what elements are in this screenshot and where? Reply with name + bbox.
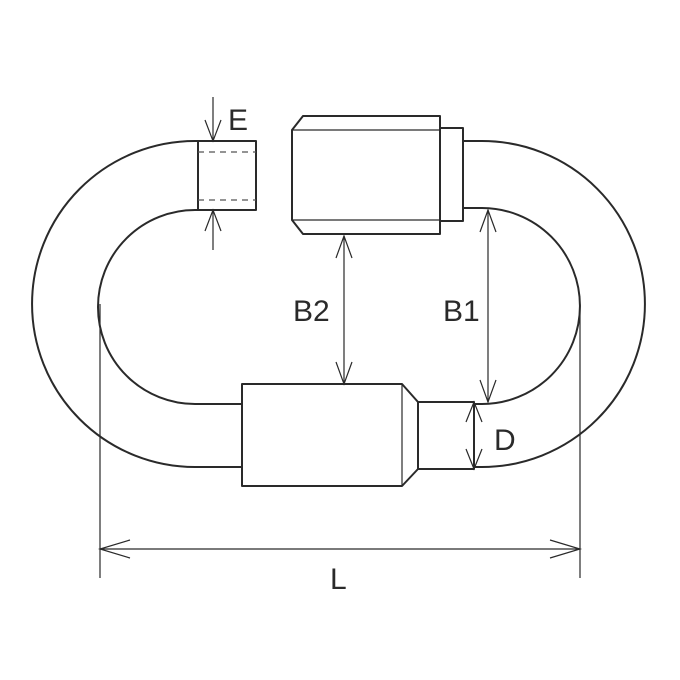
dimension-e-arrow-top <box>204 119 222 143</box>
dimension-l-label: L <box>330 563 347 596</box>
dimension-b1-label: B1 <box>443 295 480 328</box>
dimension-e-arrow-bottom <box>204 208 222 232</box>
dimension-b2-arrow-top <box>335 234 353 259</box>
dimension-b1-arrow-bottom <box>479 379 497 404</box>
dimension-b1-arrow-top <box>479 208 497 233</box>
dimension-b2-arrow-bottom <box>335 361 353 386</box>
threaded-collar-nut <box>291 115 441 235</box>
dimension-d-arrow-top <box>465 400 483 423</box>
link-outer-contour <box>31 140 646 468</box>
lower-sleeve-neck <box>417 401 475 470</box>
link-inner-contour <box>97 207 581 405</box>
threaded-collar-sleeve <box>439 127 464 222</box>
dimension-d-arrow-bottom <box>465 448 483 471</box>
dimension-d-label: D <box>494 424 516 457</box>
dimension-e-label: E <box>228 104 248 137</box>
dimension-b2-label: B2 <box>293 295 330 328</box>
lower-sleeve <box>241 383 419 487</box>
dimension-l-arrow-right <box>549 539 583 559</box>
dimension-l-arrow-left <box>97 539 131 559</box>
